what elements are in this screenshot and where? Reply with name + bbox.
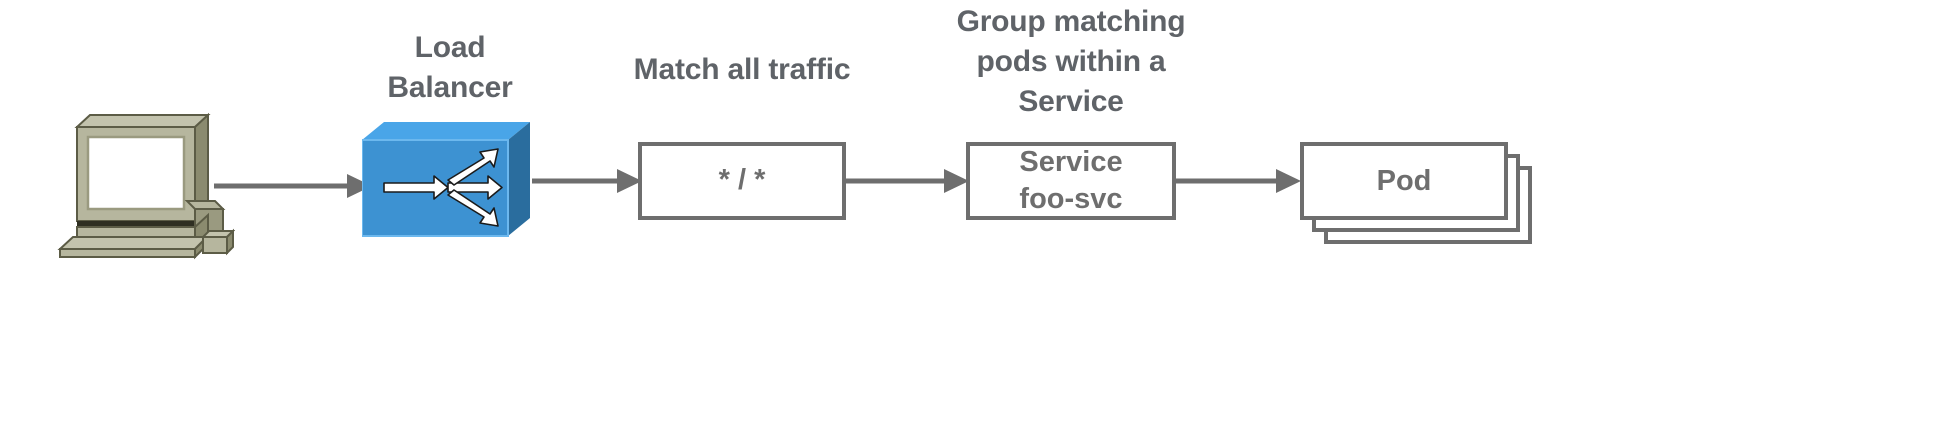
desktop-computer-icon <box>55 105 236 260</box>
route-rule-box[interactable]: * / * <box>638 142 846 220</box>
pod-stack-sheet-front <box>1300 142 1508 220</box>
pod-stack[interactable]: Pod <box>1300 142 1536 252</box>
service-caption: Group matching pods within a Service <box>956 5 1186 118</box>
route-rule-caption: Match all traffic <box>633 53 851 86</box>
arrow-load-balancer-to-route-rule <box>532 160 644 202</box>
service-box[interactable]: Service foo-svc <box>966 142 1176 220</box>
arrow-service-to-pod <box>1173 160 1303 202</box>
arrow-client-to-load-balancer <box>214 165 374 207</box>
pod-label: Pod <box>1376 164 1432 197</box>
load-balancer-caption: Load Balancer <box>387 31 513 104</box>
load-balancer-icon <box>361 122 542 240</box>
arrow-route-rule-to-service <box>843 160 971 202</box>
